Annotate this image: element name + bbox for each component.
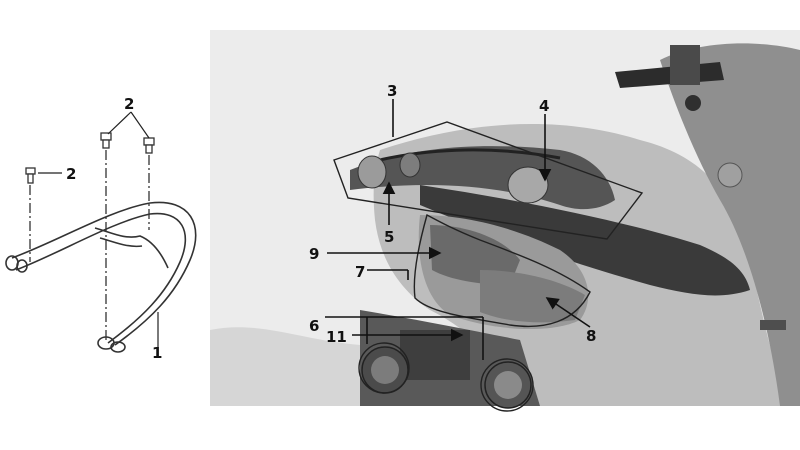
scooter-photo [210,30,800,409]
label-8: 8 [586,327,596,345]
exploded-leaders [38,111,159,348]
photo-callouts: 3 4 5 9 7 8 6 11 [309,82,596,346]
reflector-right-outline [480,358,534,412]
label-6: 6 [309,317,319,335]
label-bolt-top: 2 [124,95,134,113]
photo-leaders [325,99,591,360]
bolt-icon [25,132,155,184]
label-7: 7 [355,263,365,281]
label-4: 4 [539,97,549,115]
grab-bar-outline [333,121,644,240]
exploded-view: 2 2 1 [5,95,197,362]
label-9: 9 [309,245,319,263]
label-bolt-left: 2 [66,165,76,183]
label-3: 3 [387,82,397,100]
rear-grab-bar-drawing [5,201,197,353]
photo-outlines [333,121,644,412]
label-11: 11 [326,328,347,346]
reflector-left-outline [358,342,410,394]
assembly-lines [29,150,150,340]
tail-light-outline [413,213,591,328]
label-bar: 1 [152,344,162,362]
label-5: 5 [384,228,394,246]
